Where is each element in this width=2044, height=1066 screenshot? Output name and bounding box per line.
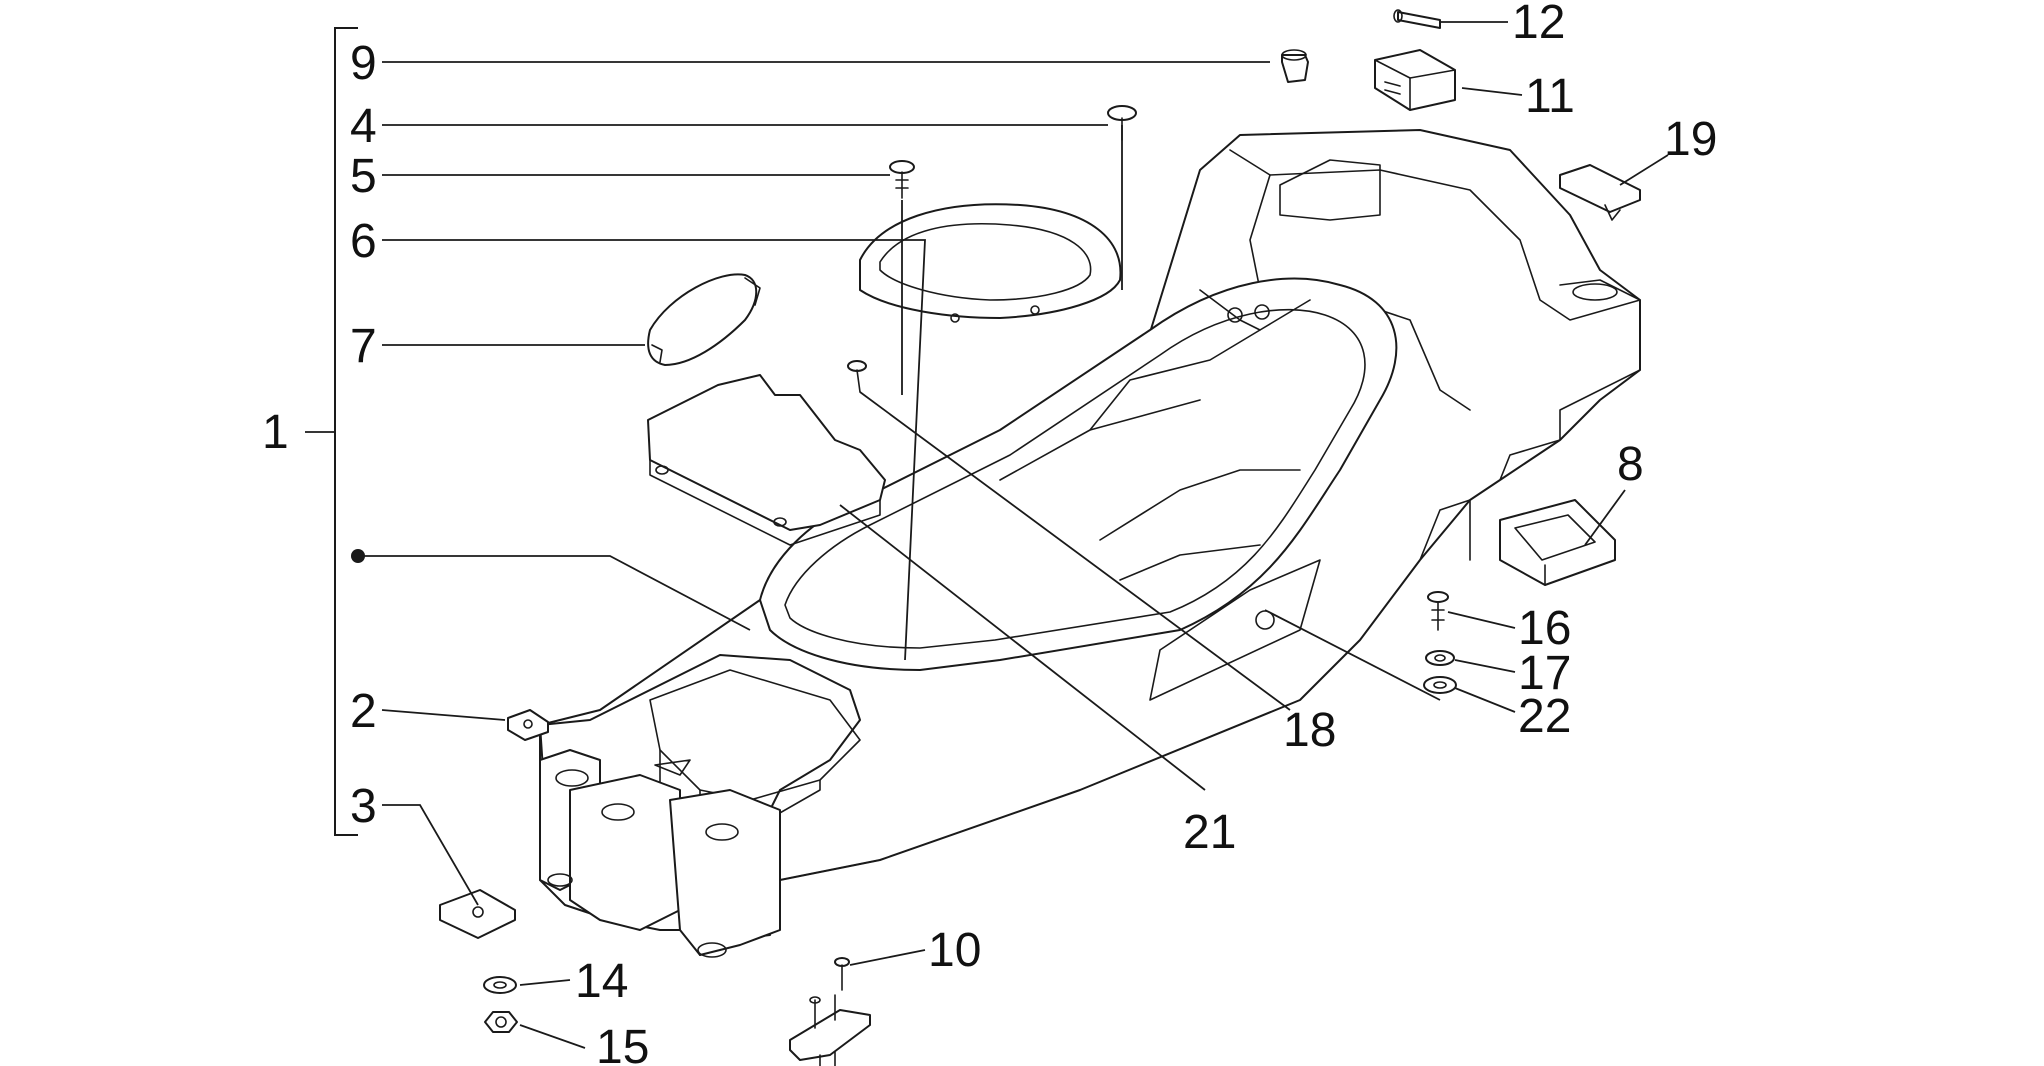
callout-22: 22	[1518, 690, 1571, 743]
screw-16-part	[1427, 591, 1449, 631]
panel-cover-part	[647, 374, 886, 546]
callout-4: 4	[350, 100, 377, 153]
lid-part	[647, 273, 761, 366]
clip-3-part	[439, 889, 516, 939]
callout-17: 17	[1518, 647, 1571, 700]
callout-14: 14	[575, 955, 628, 1008]
nut-15-part	[484, 1011, 518, 1033]
callout-7: 7	[350, 320, 377, 373]
callout-12: 12	[1512, 0, 1565, 49]
callout-9: 9	[350, 37, 377, 90]
grommet-part	[1281, 49, 1309, 83]
tray-part	[859, 203, 1122, 323]
callout-10: 10	[928, 924, 981, 977]
callout-1: 1	[262, 406, 289, 459]
screw-18-part	[847, 360, 867, 393]
callout-19: 19	[1664, 113, 1717, 166]
callout-labels: 1 2 3 4 5 6 7 8 9 10 11 12 14 15 16 17 1…	[262, 0, 1717, 1066]
washer-17-part	[1425, 650, 1455, 666]
callout-21: 21	[1183, 806, 1236, 859]
bracket-10-part	[789, 957, 871, 1066]
rubber-block-part	[1374, 49, 1456, 111]
washer-14-part	[483, 976, 517, 994]
cover-flap-part	[1559, 164, 1641, 221]
callout-6: 6	[350, 215, 377, 268]
pad-part	[1499, 499, 1616, 586]
leader-lines	[305, 21, 1669, 1049]
callout-8: 8	[1617, 438, 1644, 491]
callout-3: 3	[350, 780, 377, 833]
callout-18: 18	[1283, 704, 1336, 757]
callout-11: 11	[1525, 70, 1575, 123]
callout-16: 16	[1518, 602, 1571, 655]
pin-part	[1393, 9, 1441, 29]
screw-5-part	[889, 160, 915, 199]
main-body-part	[539, 129, 1641, 958]
callout-5: 5	[350, 150, 377, 203]
washer-22-part	[1423, 676, 1457, 694]
callout-2: 2	[350, 685, 377, 738]
clip-2-part	[507, 709, 549, 741]
callout-15: 15	[596, 1021, 649, 1066]
